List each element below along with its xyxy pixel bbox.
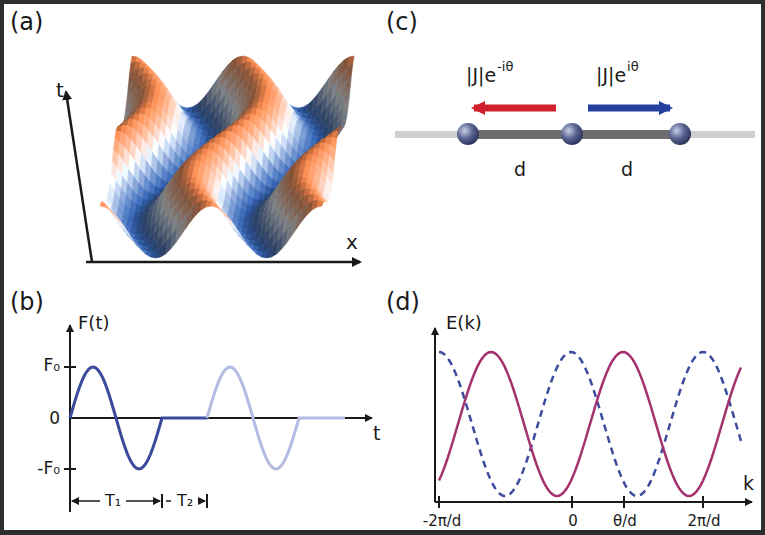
surface-patch <box>135 243 141 250</box>
surface-patch <box>120 221 126 232</box>
tick <box>69 494 71 508</box>
surface-patch <box>246 243 252 250</box>
band-shifted <box>439 352 741 496</box>
k-axis <box>435 501 752 503</box>
hop-right-arrow <box>588 105 670 112</box>
tick-label: 2π/d <box>687 514 720 529</box>
drive-curve-repeat <box>207 367 345 469</box>
lattice-site <box>561 123 583 145</box>
hopping-label: |J|e <box>596 66 626 85</box>
band-dashed <box>439 352 741 496</box>
surface-patch <box>115 215 121 225</box>
axis-label: F(t) <box>78 314 109 332</box>
tick-label: -2π/d <box>423 514 462 529</box>
surface-patch <box>236 228 242 239</box>
period-arrow <box>198 500 205 502</box>
tick <box>571 496 573 508</box>
panel-letter: (a) <box>10 10 43 34</box>
tick <box>623 496 625 508</box>
tick-label: 0 <box>49 410 60 427</box>
x-axis <box>86 261 360 264</box>
period-label: T₂ <box>177 493 193 509</box>
tick-label: -F₀ <box>37 460 60 477</box>
tick-label: θ/d <box>613 514 637 529</box>
hopping-phase: iθ <box>627 60 639 73</box>
tick-label: F₀ <box>43 357 60 374</box>
period-arrow <box>72 500 100 502</box>
hopping-phase: -iθ <box>497 60 513 73</box>
tick <box>161 494 163 508</box>
hopping-label: |J|e <box>466 66 496 85</box>
white-panel <box>4 4 761 530</box>
lattice-site <box>457 123 479 145</box>
surface-patch <box>125 228 131 239</box>
energy-axis <box>434 328 436 502</box>
lattice-site <box>669 123 691 145</box>
surface-patch <box>226 215 232 225</box>
tick <box>64 468 76 470</box>
surface-patch <box>110 210 116 218</box>
axis-label: t <box>373 424 380 443</box>
panel-letter: (d) <box>386 290 420 314</box>
wave-surface <box>100 56 354 258</box>
tick <box>702 496 704 508</box>
spacing-label: d <box>514 160 526 179</box>
surface-patch <box>221 210 227 218</box>
hop-left-arrow <box>474 105 556 112</box>
period-label: T₁ <box>105 493 121 509</box>
drive-curve <box>70 367 207 469</box>
spacing-label: d <box>621 160 633 179</box>
tick <box>438 496 440 508</box>
axis-label: t <box>56 80 64 100</box>
t-axis <box>66 92 92 262</box>
period-arrow <box>126 500 160 502</box>
axis-label: x <box>346 232 358 252</box>
period-arrow <box>166 500 171 502</box>
tick-label: 0 <box>568 514 578 529</box>
tick <box>206 494 208 508</box>
axis-label: E(k) <box>446 314 482 332</box>
axis-label: k <box>743 474 754 493</box>
surface-patch <box>231 221 237 232</box>
surface-patch <box>317 200 323 207</box>
panel-letter: (b) <box>10 290 44 314</box>
panel-letter: (c) <box>386 10 418 34</box>
tick <box>64 366 76 368</box>
